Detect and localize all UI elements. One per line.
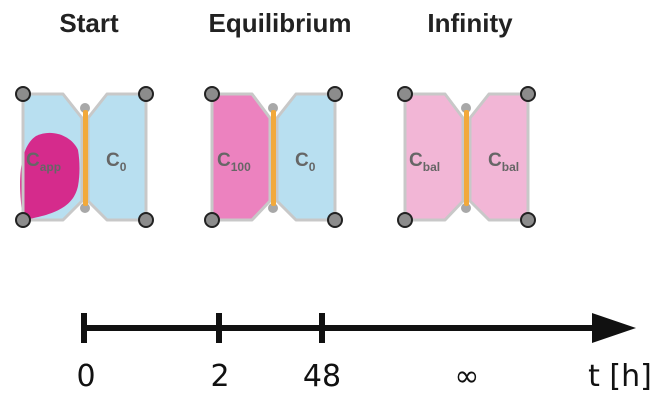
dialysis-cell-equilibrium: C100 C0 (204, 86, 343, 228)
clamp-screw (520, 212, 536, 228)
clamp-screw (15, 212, 31, 228)
left-chamber (212, 94, 270, 220)
concentration-label-right: C0 (106, 150, 127, 174)
membrane-post-top (268, 103, 278, 113)
concentration-label-right: Cbal (488, 150, 519, 174)
membrane (271, 110, 276, 206)
membrane (83, 110, 88, 206)
membrane-post-top (461, 103, 471, 113)
axis-unit-label: t [h] (588, 359, 652, 394)
clamp-screw (520, 86, 536, 102)
membrane-post-bottom (80, 203, 90, 213)
right-chamber (88, 94, 146, 220)
tick-label-2: 2 (210, 359, 229, 394)
tick-label-infinity: ∞ (455, 359, 480, 394)
left-chamber (405, 94, 463, 220)
right-chamber (277, 94, 335, 220)
membrane-post-bottom (268, 203, 278, 213)
dialysis-cell-start: Capp C0 (15, 86, 154, 228)
tick-label-0: 0 (76, 359, 95, 394)
right-chamber (470, 94, 528, 220)
stage-title-equilibrium: Equilibrium (209, 8, 352, 38)
clamp-screw (204, 212, 220, 228)
clamp-screw (204, 86, 220, 102)
clamp-screw (397, 212, 413, 228)
membrane-post-bottom (461, 203, 471, 213)
concentration-label-left: Cbal (409, 150, 440, 174)
concentration-label-right: C0 (295, 150, 316, 174)
tick-label-48: 48 (303, 359, 341, 394)
clamp-screw (138, 86, 154, 102)
concentration-label-left: C100 (217, 150, 251, 174)
concentration-label-left: Capp (26, 150, 61, 174)
stage-title-start: Start (59, 8, 119, 38)
sample-blob (20, 132, 80, 220)
clamp-screw (327, 86, 343, 102)
clamp-screw (15, 86, 31, 102)
dialysis-cell-infinity: Cbal Cbal (397, 86, 536, 228)
stage-title-infinity: Infinity (427, 8, 513, 38)
membrane-post-top (80, 103, 90, 113)
clamp-screw (138, 212, 154, 228)
membrane (464, 110, 469, 206)
clamp-screw (397, 86, 413, 102)
time-axis: 0 2 48 ∞ t [h] (76, 313, 652, 394)
clamp-screw (327, 212, 343, 228)
axis-arrowhead (592, 313, 636, 343)
